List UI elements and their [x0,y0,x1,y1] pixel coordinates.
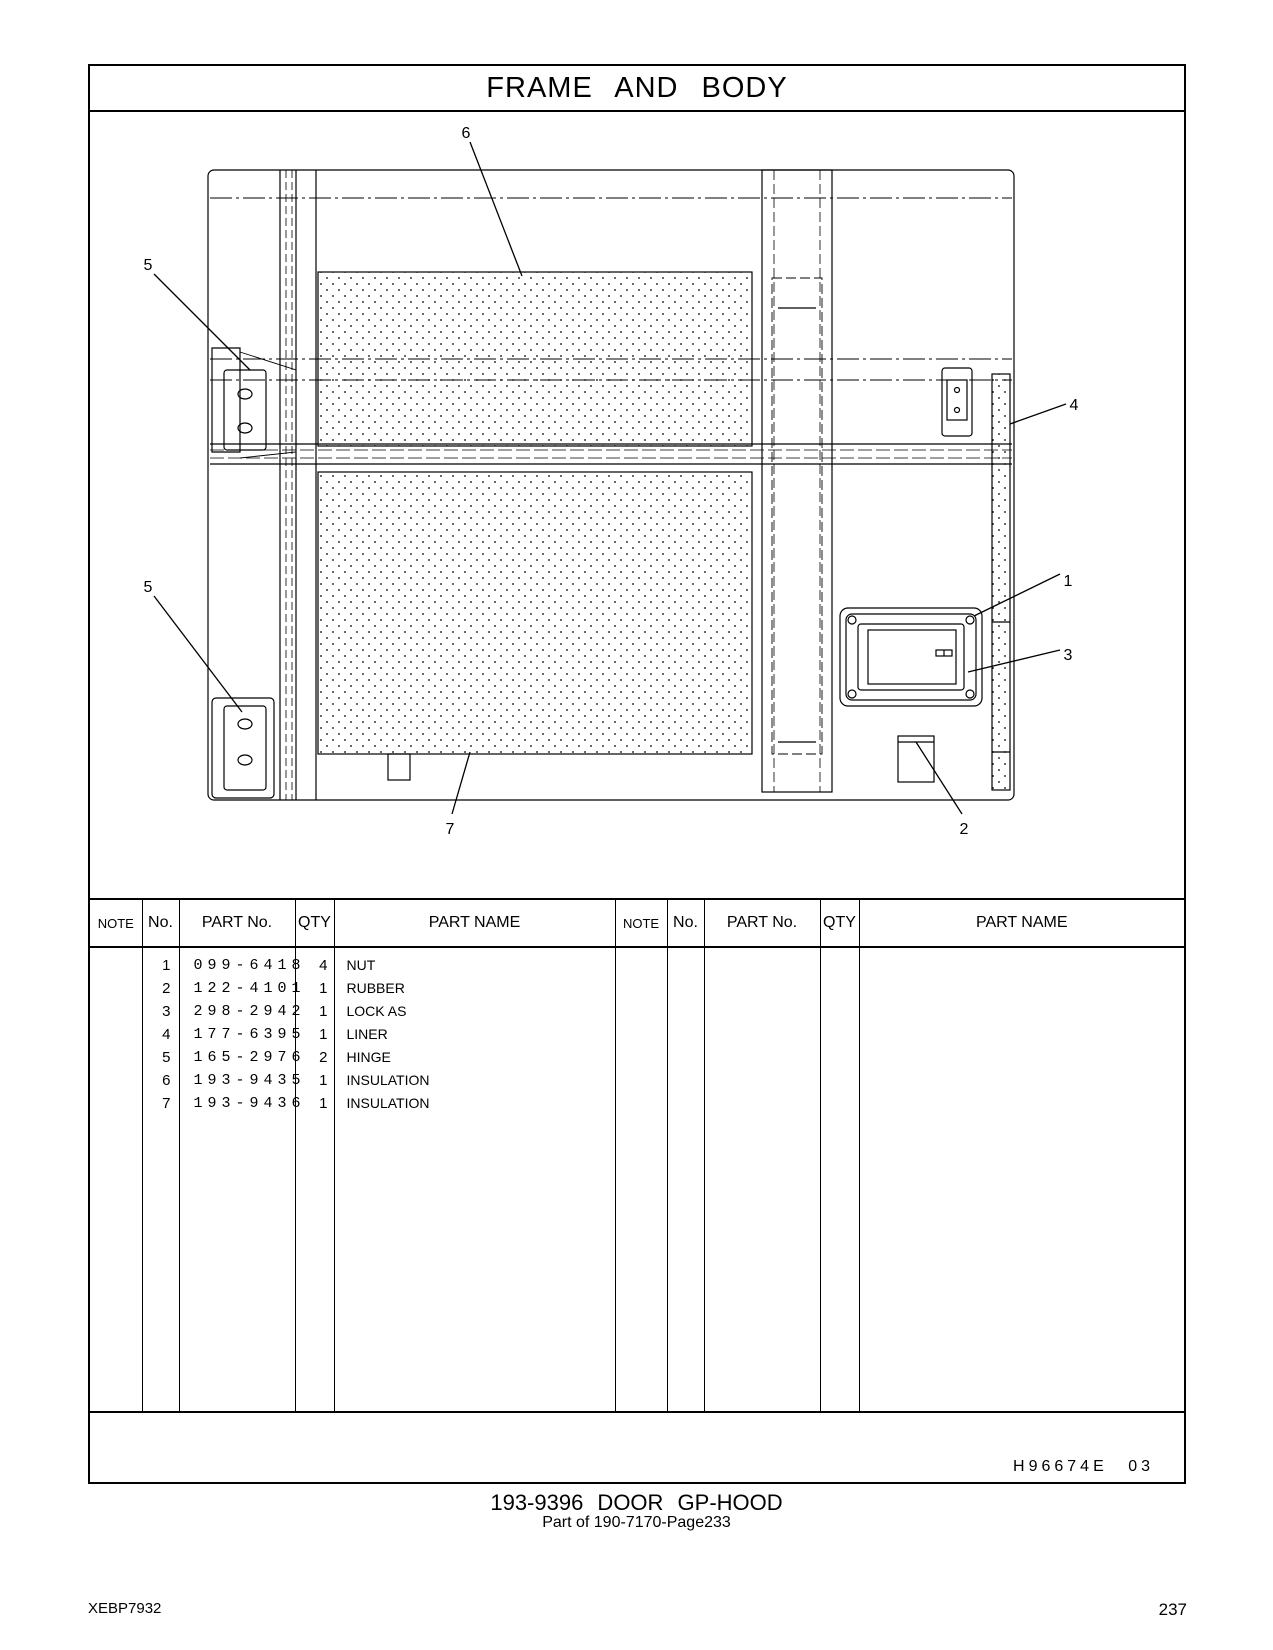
row-6-no: 6 [162,1072,171,1089]
callout-2: 2 [960,821,969,838]
liner-strip [991,373,1011,791]
callout-6: 6 [462,125,471,142]
header-part-no-right: PART No. [703,898,820,948]
row-2-part-no: 122-4101 [193,980,306,997]
header-note-right: NOTE [614,898,667,948]
header-part-name: PART NAME [333,898,615,948]
row-5-part-name: HINGE [346,1049,391,1065]
part-name-column-right [858,947,1184,1413]
header-part-name-right: PART NAME [858,898,1184,948]
header-no: No. [141,898,179,948]
row-7-qty: 1 [319,1095,328,1112]
row-6-part-name: INSULATION [346,1072,430,1088]
row-4-part-name: LINER [346,1026,388,1042]
row-4-part-no: 177-6395 [193,1026,306,1043]
row-7-no: 7 [162,1095,171,1112]
row-2-qty: 1 [319,980,328,997]
exploded-drawing: 6 5 4 5 1 3 7 2 [144,125,1079,838]
row-7-part-no: 193-9436 [193,1095,306,1112]
header-part-no: PART No. [178,898,295,948]
drawing-code: H96674E 03 [1013,1458,1154,1475]
qty-column-right [819,947,859,1413]
part-no-column-right [703,947,820,1413]
row-3-no: 3 [162,1003,171,1020]
assembly-title: 193-9396 DOOR GP-HOOD [490,1490,783,1515]
row-3-part-no: 298-2942 [193,1003,306,1020]
page-number: 237 [1158,1600,1187,1619]
row-1-no: 1 [162,957,171,974]
callout-5-upper: 5 [144,257,153,274]
assembly-subtitle: Part of 190-7170-Page233 [542,1514,731,1531]
callout-3: 3 [1064,647,1073,664]
row-7-part-name: INSULATION [346,1095,430,1111]
latch-bracket [941,367,973,437]
row-5-no: 5 [162,1049,171,1066]
parts-sheet-frame: FRAME AND BODY [88,64,1186,1484]
callout-5-lower: 5 [144,579,153,596]
row-4-no: 4 [162,1026,171,1043]
lock-assembly [839,607,983,707]
note-column [90,947,142,1413]
row-2-no: 2 [162,980,171,997]
callout-7: 7 [446,821,455,838]
rubber-block [897,735,935,783]
callout-1: 1 [1064,573,1073,590]
document-id: XEBP7932 [88,1600,162,1617]
hinge-upper [211,347,297,459]
row-6-part-no: 193-9435 [193,1072,306,1089]
header-note: NOTE [90,898,142,948]
callout-4: 4 [1070,397,1079,414]
insulation-lower [317,471,753,755]
part-no-column: 099-6418 122-4101 298-2942 177-6395 165-… [178,947,306,1413]
table-body: 1 2 3 4 5 6 7 099-6418 122-4101 298-2942… [90,947,1184,1413]
row-3-qty: 1 [319,1003,328,1020]
qty-column: 4 1 1 1 2 1 1 [294,947,334,1413]
row-2-part-name: RUBBER [346,980,405,996]
sheet-title: FRAME AND BODY [90,66,1184,112]
row-5-qty: 2 [319,1049,328,1066]
hinge-lower [211,697,275,799]
table-header-row: NOTE No. PART No. QTY PART NAME NOTE No.… [90,898,1184,948]
no-column: 1 2 3 4 5 6 7 [141,947,179,1413]
vertical-channel [761,169,833,793]
row-4-qty: 1 [319,1026,328,1043]
parts-list-table: NOTE No. PART No. QTY PART NAME NOTE No.… [90,898,1184,1413]
header-qty: QTY [294,898,334,948]
no-column-right [666,947,704,1413]
header-no-right: No. [666,898,704,948]
door-panel-outline [207,169,1015,801]
insulation-upper [317,271,753,447]
row-1-qty: 4 [319,957,328,974]
row-5-part-no: 165-2976 [193,1049,306,1066]
part-name-column: NUT RUBBER LOCK AS LINER HINGE INSULATIO… [333,947,615,1413]
row-1-part-name: NUT [346,957,376,973]
header-qty-right: QTY [819,898,859,948]
row-3-part-name: LOCK AS [346,1003,407,1019]
row-1-part-no: 099-6418 [193,957,306,974]
row-6-qty: 1 [319,1072,328,1089]
note-column-right [614,947,667,1413]
